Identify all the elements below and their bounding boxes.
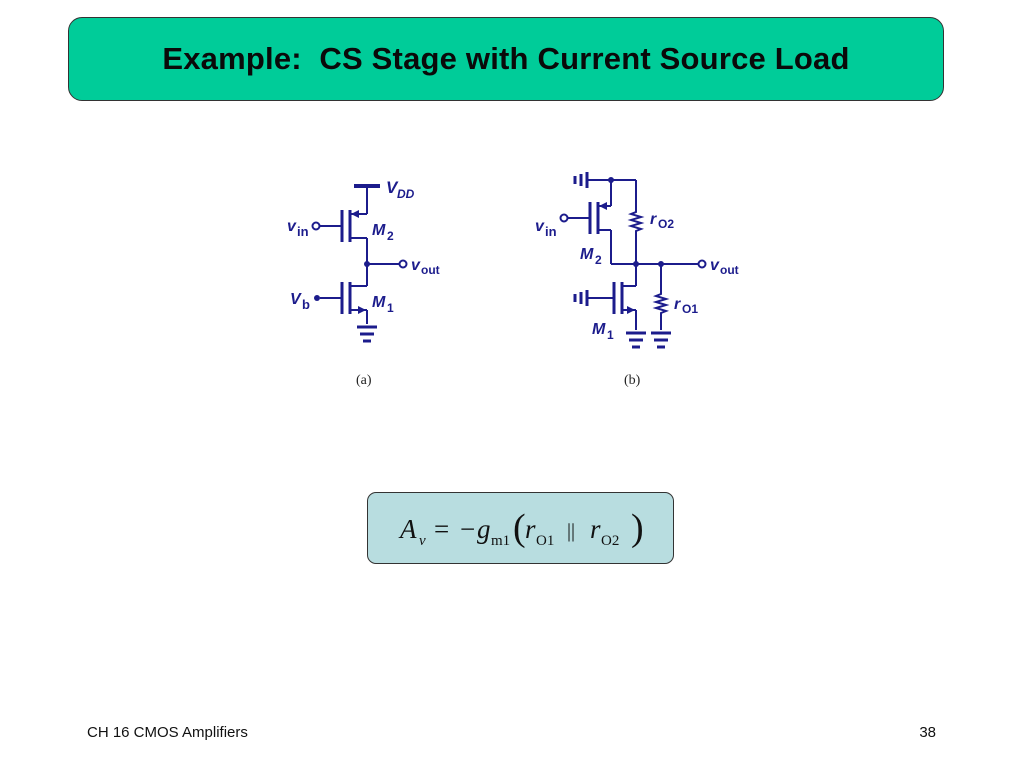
footer-chapter: CH 16 CMOS Amplifiers <box>87 724 248 741</box>
m1-label-a: M <box>372 294 386 311</box>
pmos-m2-a <box>320 210 368 286</box>
formula-g: g <box>477 514 491 544</box>
vout-sub-b: out <box>720 263 739 277</box>
pmos-m2-b <box>568 202 612 264</box>
ro2-sub: O2 <box>658 217 674 231</box>
circuit-b <box>559 172 707 349</box>
formula-minus: − <box>460 514 475 544</box>
caption-b: (b) <box>624 373 641 388</box>
vout-label-b: v <box>710 257 720 274</box>
ro1-sub: O1 <box>682 302 698 316</box>
vb-sub-a: b <box>302 297 310 312</box>
formula-rparen: ) <box>631 507 644 549</box>
vdd-sub-a: DD <box>397 187 415 201</box>
formula-A: A <box>398 514 417 544</box>
ground-symbol-b2 <box>651 331 671 349</box>
vin-terminal-a <box>311 221 321 231</box>
formula-r2: r <box>590 514 601 544</box>
resistor-ro2 <box>627 206 645 264</box>
ground-symbol-b1 <box>626 331 646 349</box>
page-number: 38 <box>919 724 936 741</box>
formula-A-sub: v <box>419 533 426 549</box>
formula-r1-sub: O1 <box>536 533 554 549</box>
formula-lparen: ( <box>513 507 526 549</box>
vin-terminal-b <box>559 213 569 223</box>
slide-title: Example: CS Stage with Current Source Lo… <box>162 41 850 76</box>
vout-label-a: v <box>411 257 421 274</box>
m2-label-b: M <box>580 246 594 263</box>
bias-ac-ground-b <box>573 290 590 306</box>
m2-label-a: M <box>372 222 386 239</box>
formula-r2-sub: O2 <box>601 533 619 549</box>
nmos-m1-b <box>590 282 637 330</box>
formula-r1: r <box>525 514 536 544</box>
vdd-label-a: V <box>386 178 399 197</box>
vout-terminal-a <box>398 259 408 269</box>
m1-sub-a: 1 <box>387 301 394 315</box>
m2-sub-a: 2 <box>387 229 394 243</box>
vout-sub-a: out <box>421 263 440 277</box>
m1-sub-b: 1 <box>607 328 614 342</box>
vout-terminal-b <box>697 259 707 269</box>
formula-g-sub: m1 <box>491 533 510 549</box>
ro1-label: r <box>674 296 681 313</box>
gain-formula: A v = − g m1 ( r O1 || r O2 ) <box>398 507 644 549</box>
ground-symbol-a <box>357 325 377 343</box>
vin-sub-b: in <box>545 224 557 239</box>
ro2-label: r <box>650 211 657 228</box>
m2-sub-b: 2 <box>595 253 602 267</box>
formula-equals: = <box>434 514 449 544</box>
vb-terminal-a <box>314 295 320 301</box>
vin-sub-a: in <box>297 224 309 239</box>
formula-parallel: || <box>567 520 575 542</box>
nmos-m1-a <box>320 282 368 324</box>
vin-label-a: v <box>287 218 297 235</box>
formula-box: A v = − g m1 ( r O1 || r O2 ) <box>367 492 674 564</box>
resistor-ro1 <box>652 290 670 330</box>
caption-a: (a) <box>356 373 372 388</box>
vin-label-b: v <box>535 218 545 235</box>
title-banner: Example: CS Stage with Current Source Lo… <box>68 17 944 101</box>
vdd-symbol-b <box>573 172 589 188</box>
m1-label-b: M <box>592 321 606 338</box>
circuit-a <box>311 184 408 343</box>
vb-label-a: V <box>290 291 302 308</box>
